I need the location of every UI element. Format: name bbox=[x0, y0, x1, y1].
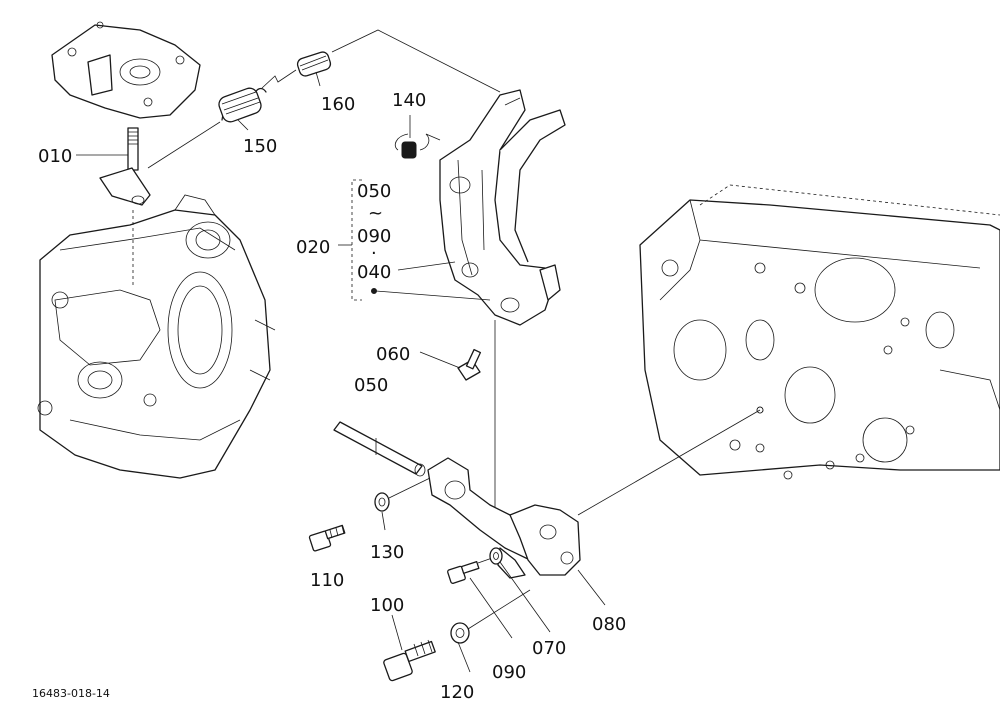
callout-110: 110 bbox=[310, 570, 344, 591]
bolt-090 bbox=[447, 556, 513, 639]
leader-lines bbox=[76, 71, 606, 651]
callout-150: 150 bbox=[243, 136, 277, 157]
callout-130: 130 bbox=[370, 542, 404, 563]
callout-140: 140 bbox=[392, 90, 426, 111]
callout-010: 010 bbox=[38, 146, 72, 167]
callout-050: 050 bbox=[354, 375, 388, 396]
cylinder-block bbox=[639, 184, 1000, 480]
lever-shaft-010 bbox=[99, 127, 151, 285]
callout-dot: · bbox=[371, 243, 377, 264]
governor-lever-assembly-020 bbox=[439, 89, 566, 510]
callouts: 010 020 050 ~ 090 · 040 060 050 100 110 … bbox=[32, 90, 626, 703]
callout-080: 080 bbox=[592, 614, 626, 635]
washer-070 bbox=[489, 547, 551, 633]
cover-plate bbox=[51, 21, 201, 119]
washer-120 bbox=[450, 589, 531, 673]
spring-150 bbox=[218, 87, 267, 123]
callout-160: 160 bbox=[321, 94, 355, 115]
callout-050-range-start: 050 bbox=[357, 181, 391, 202]
spring-link-wire bbox=[147, 29, 501, 169]
drawing-number: 16483-018-14 bbox=[32, 687, 110, 700]
washer-130 bbox=[374, 477, 431, 531]
callout-090: 090 bbox=[492, 662, 526, 683]
spring-160 bbox=[296, 51, 332, 77]
callout-020: 020 bbox=[296, 237, 330, 258]
gear-case-housing bbox=[37, 194, 276, 479]
callout-090-range-end: 090 bbox=[357, 226, 391, 247]
bolt-060 bbox=[419, 348, 482, 381]
callout-120: 120 bbox=[440, 682, 474, 703]
governor-shaft-050 bbox=[333, 421, 426, 477]
callout-070: 070 bbox=[532, 638, 566, 659]
callout-100: 100 bbox=[370, 595, 404, 616]
assembly-bracket bbox=[338, 179, 491, 301]
spring-140 bbox=[394, 133, 441, 159]
bolt-100 bbox=[383, 639, 436, 682]
lever-bracket-080 bbox=[509, 406, 764, 576]
callout-060: 060 bbox=[376, 344, 410, 365]
callout-040: 040 bbox=[357, 262, 391, 283]
callout-range-tilde: ~ bbox=[368, 203, 383, 224]
bolt-110 bbox=[308, 524, 346, 552]
